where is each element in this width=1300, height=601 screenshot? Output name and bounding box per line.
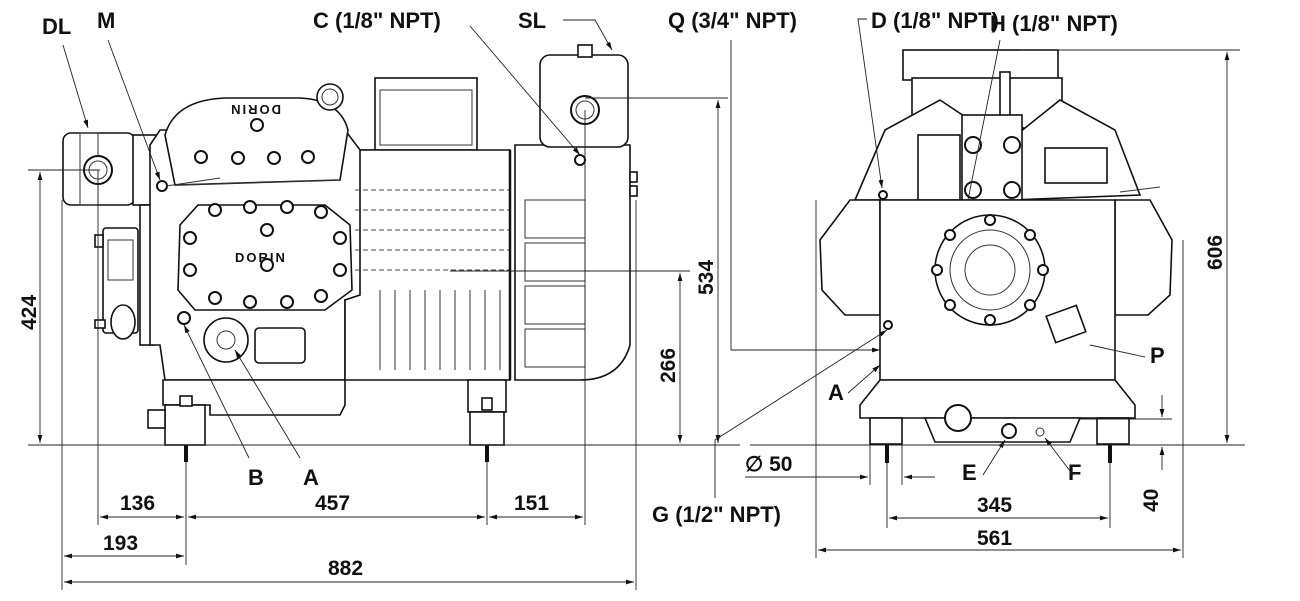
label-G: G (1/2" NPT) [652,502,781,527]
leader-P [1089,344,1146,358]
dim-193: 193 [103,532,138,555]
terminal-box [374,77,478,151]
label-D: D (1/8" NPT) [871,8,999,33]
port-F [1035,427,1045,437]
suction-end [514,44,638,381]
leader-Q [730,40,880,353]
sight-glass-A [203,317,249,363]
label-A-front: A [828,380,844,405]
leader-A-side [234,349,301,459]
side-view: DORIN DORIN [18,8,740,590]
dim-151: 151 [514,492,549,515]
leader-A-front [847,364,881,394]
label-C: C (1/8" NPT) [313,8,441,33]
port-G [883,320,893,330]
dim-345: 345 [977,494,1012,517]
dim-882: 882 [328,557,363,580]
dim-40: 40 [1140,489,1163,512]
front-base [859,379,1136,419]
head-brand-mark: DORIN [229,102,281,117]
dim-534: 534 [695,260,718,295]
label-E: E [962,460,977,485]
base-sump [147,379,346,462]
label-H: H (1/8" NPT) [990,11,1118,36]
sump-plug [944,404,972,432]
dim-606: 606 [1204,235,1227,270]
oil-switch-P [1045,304,1087,344]
crankcase: DORIN DORIN [149,83,376,381]
label-A-side: A [303,465,319,490]
side-view-dimensions: 424 534 266 136 457 151 [18,97,740,590]
leader-DL [62,44,89,129]
left-head [819,199,881,316]
dim-136: 136 [120,492,155,515]
side-flange [917,134,961,201]
leader-G [714,329,888,498]
dim-diameter-50: ∅ 50 [745,453,793,476]
motor-fins [355,189,510,370]
front-foot-right [1096,417,1130,445]
port-D [878,190,888,200]
dim-561: 561 [977,527,1012,550]
motor-housing [344,77,512,462]
label-M: M [97,8,115,33]
front-foot-left [869,417,903,445]
port-E [1001,423,1017,439]
leader-E [982,439,1006,476]
label-B: B [248,465,264,490]
dim-266: 266 [657,348,680,383]
front-view-labels: Q (3/4" NPT) D (1/8" NPT) H (1/8" NPT) P… [652,8,1165,527]
leader-B [183,324,250,459]
leader-SL [563,19,613,51]
front-view-dimensions: 606 40 ∅ 50 345 561 [745,49,1245,558]
head-bolts [194,118,315,165]
front-view: Q (3/4" NPT) D (1/8" NPT) H (1/8" NPT) P… [652,8,1245,558]
flange-bolts [931,214,1049,326]
right-head [1114,199,1173,316]
label-SL: SL [518,8,546,33]
oil-pump-housing [94,204,155,346]
leader-M [107,39,161,181]
leader-C [469,25,581,156]
discharge-pipe [1044,147,1108,184]
label-P: P [1150,343,1165,368]
port-C [574,154,586,166]
dim-457: 457 [315,492,350,515]
front-foot [164,404,206,446]
cover-bolts [183,200,347,309]
leader-H [967,39,1001,201]
label-DL: DL [42,14,71,39]
oil-plug-B [177,311,191,325]
rear-foot [469,411,505,446]
side-view-labels: DL M C (1/8" NPT) SL B A [42,8,613,490]
leader-F [1044,437,1074,476]
leader-D [857,18,884,189]
nameplate [254,327,306,364]
front-terminal-box [902,49,1059,81]
label-F: F [1068,460,1081,485]
label-Q: Q (3/4" NPT) [668,8,797,33]
lifting-eye [316,83,344,111]
dim-424: 424 [18,295,41,330]
